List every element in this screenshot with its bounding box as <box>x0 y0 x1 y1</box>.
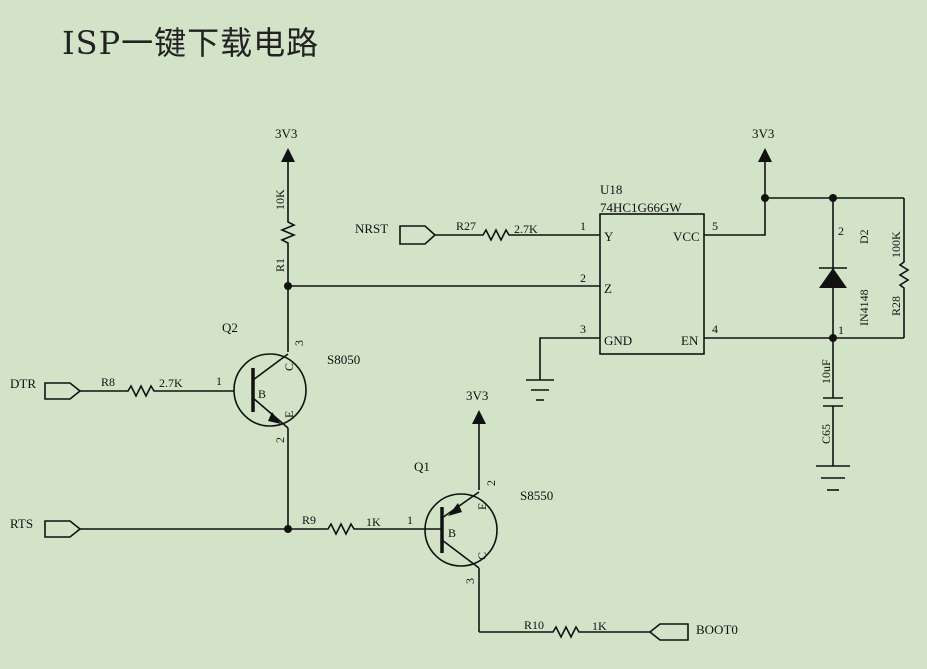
svg-text:EN: EN <box>681 333 699 348</box>
svg-text:1: 1 <box>216 374 222 388</box>
port-boot0: BOOT0 <box>648 622 738 641</box>
port-rts: RTS <box>10 516 82 538</box>
wire-vcc <box>704 162 766 236</box>
svg-text:2: 2 <box>273 437 287 443</box>
svg-text:R28: R28 <box>889 296 903 316</box>
page-title: ISP一键下载电路 <box>62 24 320 62</box>
svg-text:2.7K: 2.7K <box>514 222 538 236</box>
resistor-r10: R10 1K <box>479 618 650 639</box>
svg-text:Z: Z <box>604 281 612 296</box>
svg-text:3V3: 3V3 <box>466 388 488 403</box>
svg-text:R10: R10 <box>524 618 544 632</box>
resistor-r28: 100K R28 <box>889 198 910 338</box>
svg-text:NRST: NRST <box>355 221 388 236</box>
svg-text:3V3: 3V3 <box>752 126 774 141</box>
svg-text:R9: R9 <box>302 513 316 527</box>
power-3v3-u18: 3V3 <box>752 126 774 162</box>
svg-text:Q1: Q1 <box>414 459 430 474</box>
transistor-q1: Q1 S8550 B E C 2 3 <box>414 424 553 632</box>
svg-text:Q2: Q2 <box>222 320 238 335</box>
svg-text:2.7K: 2.7K <box>159 376 183 390</box>
svg-text:R1: R1 <box>273 258 287 272</box>
svg-text:R27: R27 <box>456 219 476 233</box>
svg-text:1K: 1K <box>592 619 607 633</box>
svg-text:3V3: 3V3 <box>275 126 297 141</box>
svg-text:E: E <box>475 503 489 510</box>
resistor-r27: R27 2.7K 1 <box>435 219 600 242</box>
svg-text:C: C <box>475 552 489 560</box>
power-3v3-q2: 3V3 <box>275 126 297 162</box>
svg-text:B: B <box>448 526 456 540</box>
transistor-q2: Q2 S8050 1 B C E 3 2 <box>216 286 360 528</box>
resistor-r9: R9 1K 1 <box>288 513 442 536</box>
svg-text:D2: D2 <box>857 229 871 244</box>
svg-text:1: 1 <box>580 219 586 233</box>
svg-text:100K: 100K <box>889 231 903 258</box>
ic-u18: U18 74HC1G66GW Y Z GND VCC EN 2 3 5 4 <box>580 182 718 355</box>
svg-text:E: E <box>282 411 296 418</box>
port-nrst: NRST <box>355 221 437 245</box>
svg-text:S8550: S8550 <box>520 488 553 503</box>
svg-text:C: C <box>282 363 296 371</box>
svg-text:3: 3 <box>580 322 586 336</box>
svg-text:1K: 1K <box>366 515 381 529</box>
diode-d2: 2 D2 IN4148 1 <box>819 198 871 338</box>
svg-text:4: 4 <box>712 322 718 336</box>
svg-text:3: 3 <box>292 340 306 346</box>
svg-text:S8050: S8050 <box>327 352 360 367</box>
svg-text:74HC1G66GW: 74HC1G66GW <box>600 200 682 215</box>
capacitor-c65: 10uF C65 <box>819 338 843 466</box>
svg-text:C65: C65 <box>819 424 833 444</box>
svg-text:VCC: VCC <box>673 229 700 244</box>
svg-text:U18: U18 <box>600 182 622 197</box>
svg-text:10uF: 10uF <box>819 359 833 384</box>
svg-text:10K: 10K <box>273 189 287 210</box>
ground-u18 <box>526 337 600 401</box>
svg-text:R8: R8 <box>101 375 115 389</box>
svg-text:2: 2 <box>580 271 586 285</box>
svg-text:3: 3 <box>463 578 477 584</box>
svg-text:BOOT0: BOOT0 <box>696 622 738 637</box>
port-dtr: DTR <box>10 376 82 400</box>
svg-text:IN4148: IN4148 <box>857 289 871 326</box>
svg-text:Y: Y <box>604 229 614 244</box>
svg-text:2: 2 <box>838 224 844 238</box>
svg-text:2: 2 <box>484 480 498 486</box>
svg-text:GND: GND <box>604 333 632 348</box>
resistor-r1: 10K R1 <box>273 162 297 286</box>
svg-text:DTR: DTR <box>10 376 36 391</box>
svg-text:5: 5 <box>712 219 718 233</box>
resistor-r8: R8 2.7K <box>80 375 234 398</box>
svg-text:1: 1 <box>407 513 413 527</box>
ground-c65 <box>816 465 850 491</box>
svg-text:B: B <box>258 387 266 401</box>
power-3v3-q1: 3V3 <box>466 388 488 424</box>
svg-text:1: 1 <box>838 323 844 337</box>
svg-text:RTS: RTS <box>10 516 33 531</box>
